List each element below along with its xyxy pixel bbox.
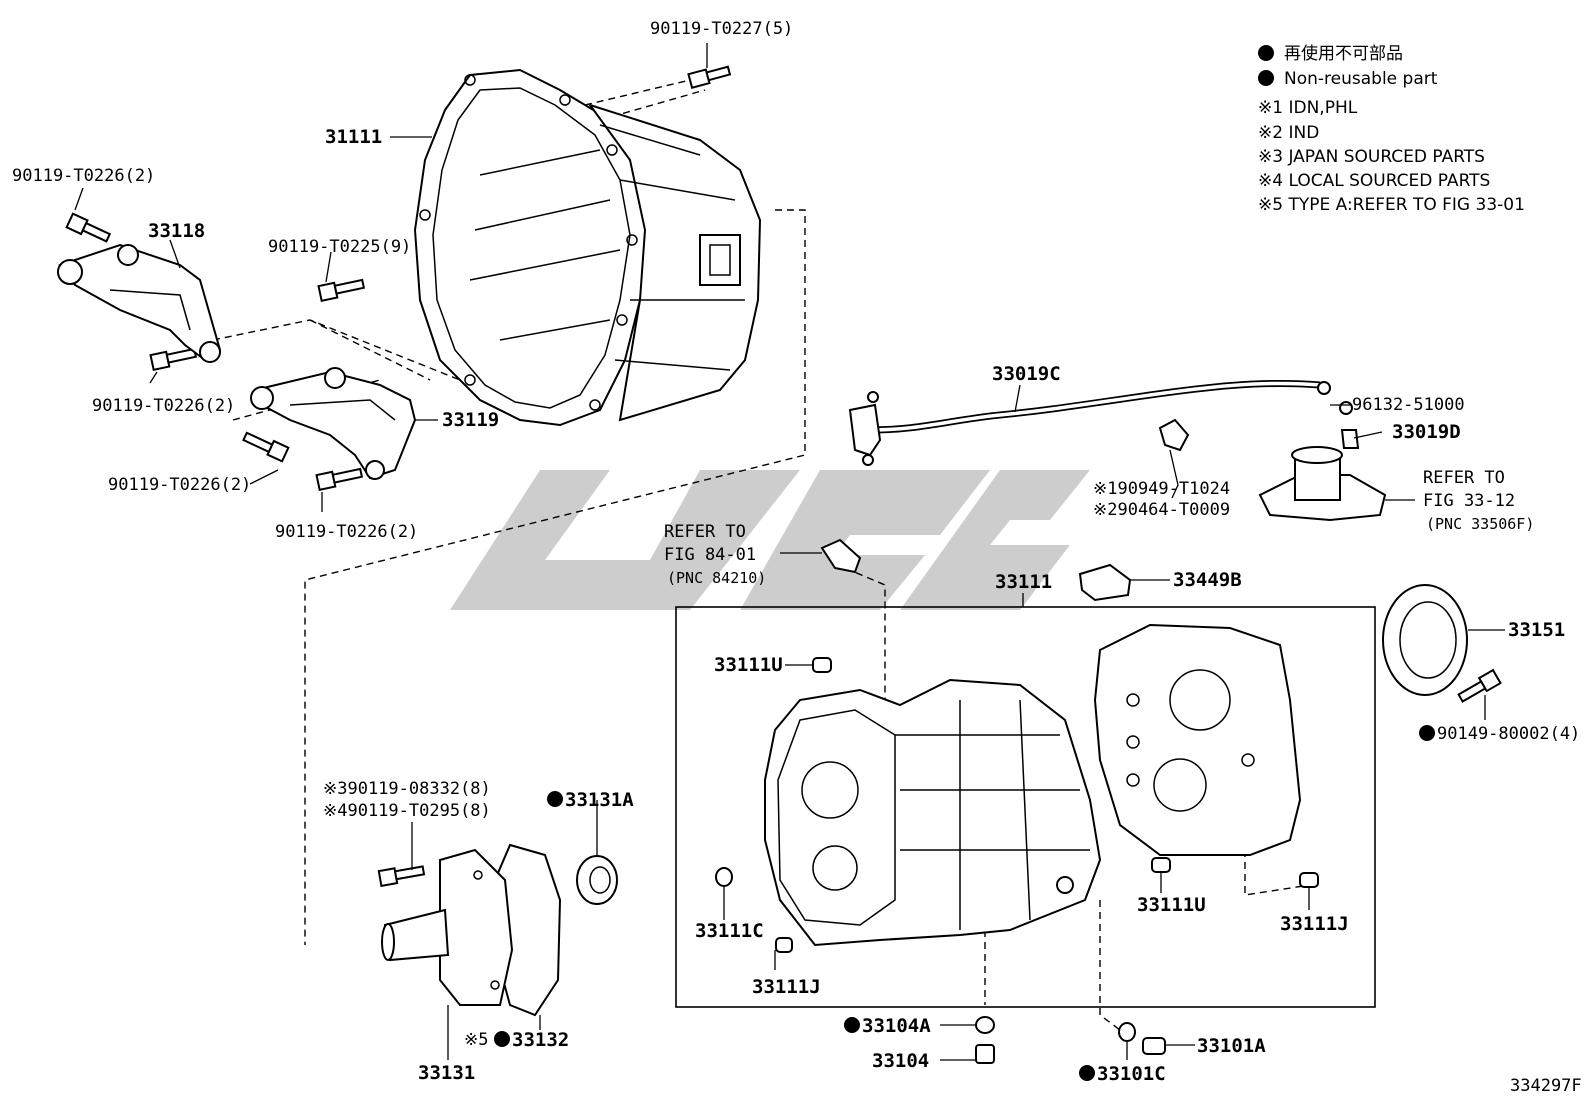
label-33019D[interactable]: 33019D: [1392, 421, 1461, 443]
legend-note-2: ※2 IND: [1258, 123, 1319, 143]
legend-note-5: ※5 TYPE A:REFER TO FIG 33-01: [1258, 195, 1525, 215]
label-96132-51000[interactable]: 96132-51000: [1352, 395, 1465, 415]
legend: 再使用不可部品 Non-reusable part ※1 IDN,PHL ※2 …: [1258, 43, 1525, 215]
label-33111U-top[interactable]: 33111U: [714, 654, 783, 676]
label-33132[interactable]: 33132: [512, 1029, 569, 1051]
part-labels: 90119-T0227(5) 31111 90119-T0226(2) 3311…: [12, 19, 1582, 1096]
figure-number: 334297F: [1510, 1076, 1582, 1096]
label-90119-08332[interactable]: ※390119-08332(8): [323, 779, 491, 799]
bolt-icons: [65, 65, 1502, 888]
label-33101C[interactable]: 33101C: [1097, 1063, 1166, 1085]
label-31111[interactable]: 31111: [325, 126, 382, 148]
refer-fig-33-12-line2[interactable]: FIG 33-12: [1423, 491, 1515, 511]
non-reusable-dot-icon: [1258, 45, 1274, 61]
label-33449B[interactable]: 33449B: [1173, 569, 1242, 591]
legend-note-4: ※4 LOCAL SOURCED PARTS: [1258, 171, 1490, 191]
label-33101A[interactable]: 33101A: [1197, 1035, 1266, 1057]
label-33111-case[interactable]: 33111: [995, 571, 1052, 593]
refer-fig-33-12-line1: REFER TO: [1423, 468, 1505, 488]
label-90464-T0009[interactable]: ※290464-T0009: [1093, 500, 1230, 520]
refer-fig-84-01-line3: (PNC 84210): [667, 569, 766, 587]
bracket-33119-drawing: [250, 367, 417, 480]
union-33019D-drawing: [1340, 429, 1360, 449]
non-reusable-dot-icon: [844, 1017, 860, 1033]
drain-plugs: [975, 1016, 1166, 1064]
label-33151[interactable]: 33151: [1508, 619, 1565, 641]
label-33111J-right[interactable]: 33111J: [1280, 913, 1349, 935]
bell-housing-drawing: [413, 68, 762, 427]
non-reusable-dot-icon: [1079, 1065, 1095, 1081]
dashed-leaders: [212, 79, 1311, 1031]
refer-fig-84-01-line1: REFER TO: [664, 522, 746, 542]
label-33104A[interactable]: 33104A: [862, 1015, 931, 1037]
retainer-33151-drawing: [1382, 584, 1468, 696]
label-33118[interactable]: 33118: [148, 220, 205, 242]
label-90119-T0226-low[interactable]: 90119-T0226(2): [108, 475, 251, 495]
oil-seal-33131A-drawing: [576, 855, 618, 905]
legend-item-ja: 再使用不可部品: [1284, 43, 1403, 64]
sensor-84210-drawing: [820, 538, 862, 574]
refer-fig-84-01-line2[interactable]: FIG 84-01: [664, 545, 756, 565]
label-33104[interactable]: 33104: [872, 1050, 929, 1072]
flange-33506F-drawing: [1258, 446, 1387, 522]
bracket-33118-drawing: [57, 243, 222, 363]
watermark-logo: [450, 470, 1090, 610]
non-reusable-dot-icon: [494, 1031, 510, 1047]
non-reusable-dot-icon: [1258, 70, 1274, 86]
label-90119-T0225[interactable]: 90119-T0225(9): [268, 237, 411, 257]
label-90149-80002[interactable]: 90149-80002(4): [1437, 724, 1580, 744]
case-assembly-box: [675, 606, 1376, 1008]
label-33119[interactable]: 33119: [442, 409, 499, 431]
front-retainer-drawing: [381, 843, 562, 1017]
clamp-90949-drawing: [1158, 418, 1190, 452]
dowel-pins: [715, 657, 1319, 953]
label-90119-T0226-bottom[interactable]: 90119-T0226(2): [275, 522, 418, 542]
label-33111C[interactable]: 33111C: [695, 920, 764, 942]
label-33111J-left[interactable]: 33111J: [752, 976, 821, 998]
label-33111U-right[interactable]: 33111U: [1137, 894, 1206, 916]
refer-fig-33-12-line3: (PNC 33506F): [1426, 515, 1534, 533]
legend-note-3: ※3 JAPAN SOURCED PARTS: [1258, 147, 1485, 167]
label-90119-T0226-mid[interactable]: 90119-T0226(2): [92, 396, 235, 416]
non-reusable-dot-icon: [547, 791, 563, 807]
non-reusable-dot-icon: [1419, 725, 1435, 741]
label-90119-T0227[interactable]: 90119-T0227(5): [650, 19, 793, 39]
label-90119-T0226-top[interactable]: 90119-T0226(2): [12, 166, 155, 186]
label-90119-T0295[interactable]: ※490119-T0295(8): [323, 801, 491, 821]
label-33132-note: ※5: [464, 1030, 488, 1050]
label-90949-T1024[interactable]: ※190949-T1024: [1093, 479, 1230, 499]
legend-item-en: Non-reusable part: [1284, 69, 1438, 89]
extension-plate-drawing: [1093, 623, 1302, 856]
label-33019C[interactable]: 33019C: [992, 363, 1061, 385]
o-ring-96132-drawing: [1339, 401, 1353, 415]
plug-33449B-drawing: [1078, 563, 1132, 602]
tube-33019C-drawing: [848, 379, 1331, 466]
label-33131A[interactable]: 33131A: [565, 789, 634, 811]
legend-note-1: ※1 IDN,PHL: [1258, 98, 1358, 118]
leader-lines: [74, 43, 1505, 1061]
transmission-case-drawing: [764, 678, 1102, 947]
label-33131[interactable]: 33131: [418, 1062, 475, 1084]
